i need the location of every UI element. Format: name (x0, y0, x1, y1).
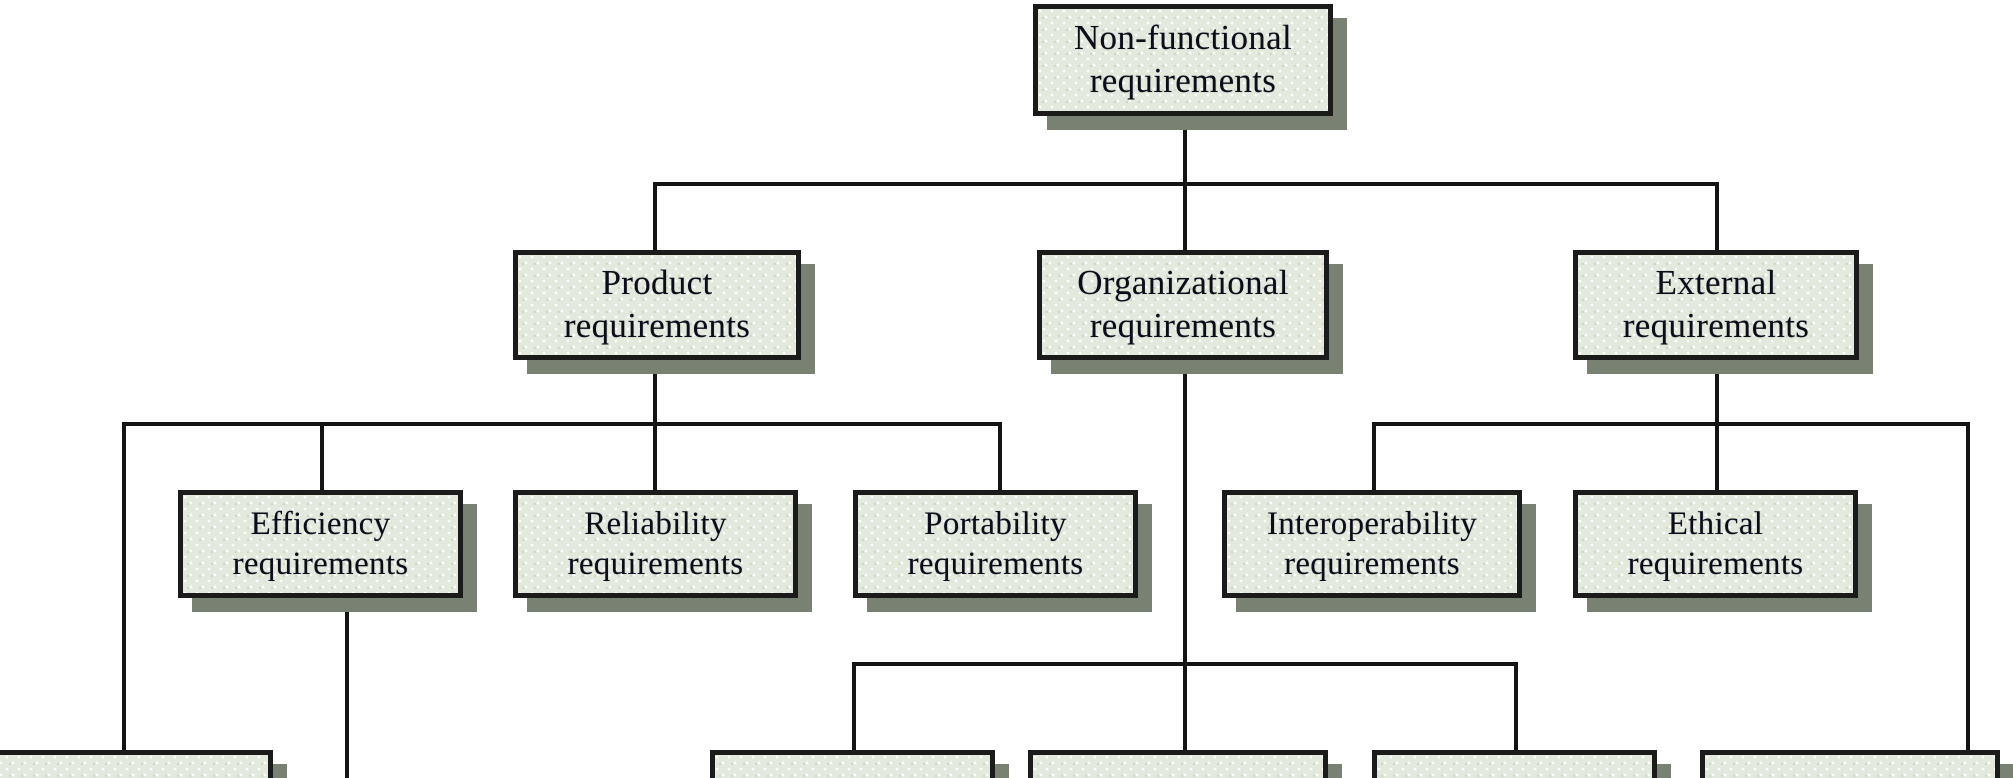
node-label: Interoperability requirements (1266, 505, 1478, 582)
edge-efficiency-stem (345, 596, 349, 778)
node-legislative[interactable]: Legislative (1700, 750, 2013, 778)
node-portability-requirements[interactable]: Portability requirements (853, 490, 1152, 612)
box-face: External requirements (1573, 250, 1859, 360)
edge-product-to-reliability (653, 422, 657, 490)
box-face: Standards (1372, 750, 1657, 778)
node-organizational-requirements[interactable]: Organizational requirements (1037, 250, 1343, 374)
edge-root-stem (1183, 86, 1187, 186)
node-label: Reliability requirements (567, 505, 744, 582)
node-implementation[interactable]: Implementation (1028, 750, 1342, 778)
edge-to-product (653, 182, 657, 254)
edge-product-to-usability-drop (122, 422, 126, 752)
edge-external-stem (1715, 366, 1719, 424)
node-label: Organizational requirements (1077, 263, 1289, 345)
node-interoperability-requirements[interactable]: Interoperability requirements (1222, 490, 1536, 612)
node-product-requirements[interactable]: Product requirements (513, 250, 815, 374)
box-face: Delivery (710, 750, 995, 778)
box-face: Ethical requirements (1573, 490, 1858, 598)
box-face: Interoperability requirements (1222, 490, 1522, 598)
node-label: Ethical requirements (1627, 505, 1804, 582)
edge-external-bus (1372, 422, 1970, 426)
box-face: Reliability requirements (513, 490, 798, 598)
edge-product-bus (122, 422, 1002, 426)
edge-product-stem (653, 366, 657, 424)
node-ethical-requirements[interactable]: Ethical requirements (1573, 490, 1872, 612)
box-face: Implementation (1028, 750, 1328, 778)
edge-org-to-implementation (1183, 662, 1187, 752)
box-face: Legislative (1700, 750, 2000, 778)
edge-product-to-portability (998, 422, 1002, 490)
node-label: Portability requirements (907, 505, 1084, 582)
node-non-functional-requirements[interactable]: Non-functional requirements (1033, 4, 1347, 130)
edge-to-organizational (1183, 182, 1187, 254)
box-face: Usability (0, 750, 273, 778)
box-face: Portability requirements (853, 490, 1138, 598)
node-standards[interactable]: Standards (1372, 750, 1671, 778)
box-face: Non-functional requirements (1033, 4, 1333, 116)
node-label: External requirements (1622, 263, 1810, 345)
node-label: Non-functional requirements (1073, 18, 1293, 100)
node-label: Efficiency requirements (232, 505, 409, 582)
node-external-requirements[interactable]: External requirements (1573, 250, 1873, 374)
edge-external-to-interoperability (1372, 422, 1376, 490)
box-face: Product requirements (513, 250, 801, 360)
box-face: Organizational requirements (1037, 250, 1329, 360)
edge-org-to-standards (1514, 662, 1518, 752)
edge-org-to-delivery (852, 662, 856, 752)
node-efficiency-requirements[interactable]: Efficiency requirements (178, 490, 477, 612)
edge-external-to-ethical (1715, 422, 1719, 490)
node-label: Product requirements (563, 263, 751, 345)
box-face: Efficiency requirements (178, 490, 463, 598)
edge-product-to-efficiency (320, 422, 324, 490)
node-reliability-requirements[interactable]: Reliability requirements (513, 490, 812, 612)
node-usability[interactable]: Usability (0, 750, 287, 778)
edge-organizational-stem (1183, 366, 1187, 666)
edge-external-to-legislative-drop (1966, 422, 1970, 752)
edge-to-external (1715, 182, 1719, 254)
node-delivery[interactable]: Delivery (710, 750, 1009, 778)
